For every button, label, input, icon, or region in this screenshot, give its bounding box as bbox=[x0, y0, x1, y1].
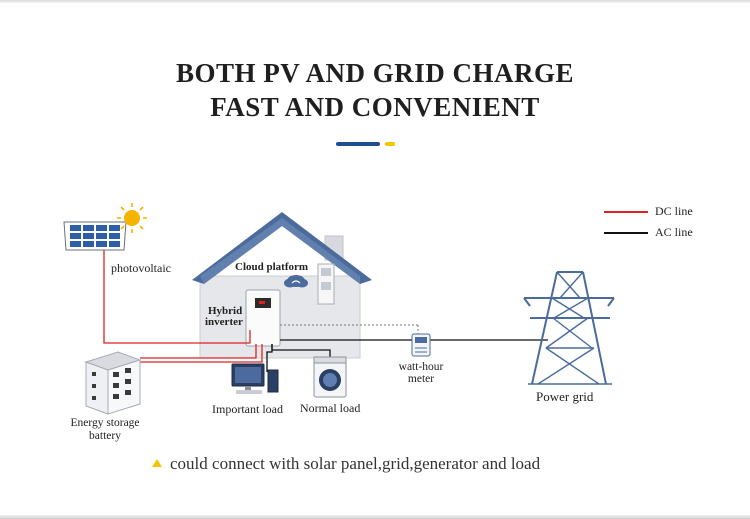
page-title-line1: BOTH PV AND GRID CHARGE bbox=[175, 58, 575, 88]
dc-line-legend-label: DC line bbox=[655, 204, 693, 218]
hybrid-inverter-label-line1: Hybrid bbox=[208, 305, 243, 317]
sun-icon bbox=[117, 203, 147, 233]
important-load-label: Important load bbox=[212, 402, 283, 416]
footnote: could connect with solar panel,grid,gene… bbox=[152, 454, 540, 474]
title-underline-blue bbox=[336, 142, 380, 146]
power-grid-label: Power grid bbox=[536, 389, 594, 404]
watt-hour-meter-icon bbox=[411, 333, 431, 357]
ac-line-legend-swatch bbox=[604, 232, 648, 234]
hybrid-inverter-icon bbox=[245, 289, 281, 347]
power-grid-tower-icon bbox=[523, 271, 615, 385]
dc-line-legend-swatch bbox=[604, 211, 648, 213]
hybrid-inverter-label-line2: inverter bbox=[205, 316, 243, 328]
ac-lines bbox=[266, 339, 548, 372]
computer-icon bbox=[231, 363, 279, 394]
triangle-bullet-icon bbox=[152, 459, 162, 467]
house bbox=[192, 212, 372, 359]
meter-label-line1: watt-hour bbox=[398, 361, 444, 373]
cloud-platform-label: Cloud platform bbox=[235, 261, 309, 273]
washing-machine-icon bbox=[313, 356, 347, 398]
bottom-border bbox=[0, 515, 750, 519]
solar-panel-icon bbox=[63, 221, 127, 251]
title-underline-yellow bbox=[385, 142, 395, 146]
energy-storage-label-line1: Energy storage bbox=[70, 417, 140, 429]
cloud-icon bbox=[284, 275, 308, 288]
normal-load-label: Normal load bbox=[300, 401, 361, 415]
dc-lines bbox=[103, 250, 263, 363]
energy-storage-label-line2: battery bbox=[89, 430, 121, 442]
meter-label-line2: meter bbox=[407, 373, 435, 385]
ac-line-legend-label: AC line bbox=[655, 225, 693, 239]
footnote-text: could connect with solar panel,grid,gene… bbox=[170, 454, 541, 473]
top-border bbox=[0, 0, 750, 3]
energy-storage-battery-icon bbox=[84, 351, 142, 415]
photovoltaic-label: photovoltaic bbox=[111, 261, 171, 275]
page-title-line2: FAST AND CONVENIENT bbox=[210, 92, 540, 122]
